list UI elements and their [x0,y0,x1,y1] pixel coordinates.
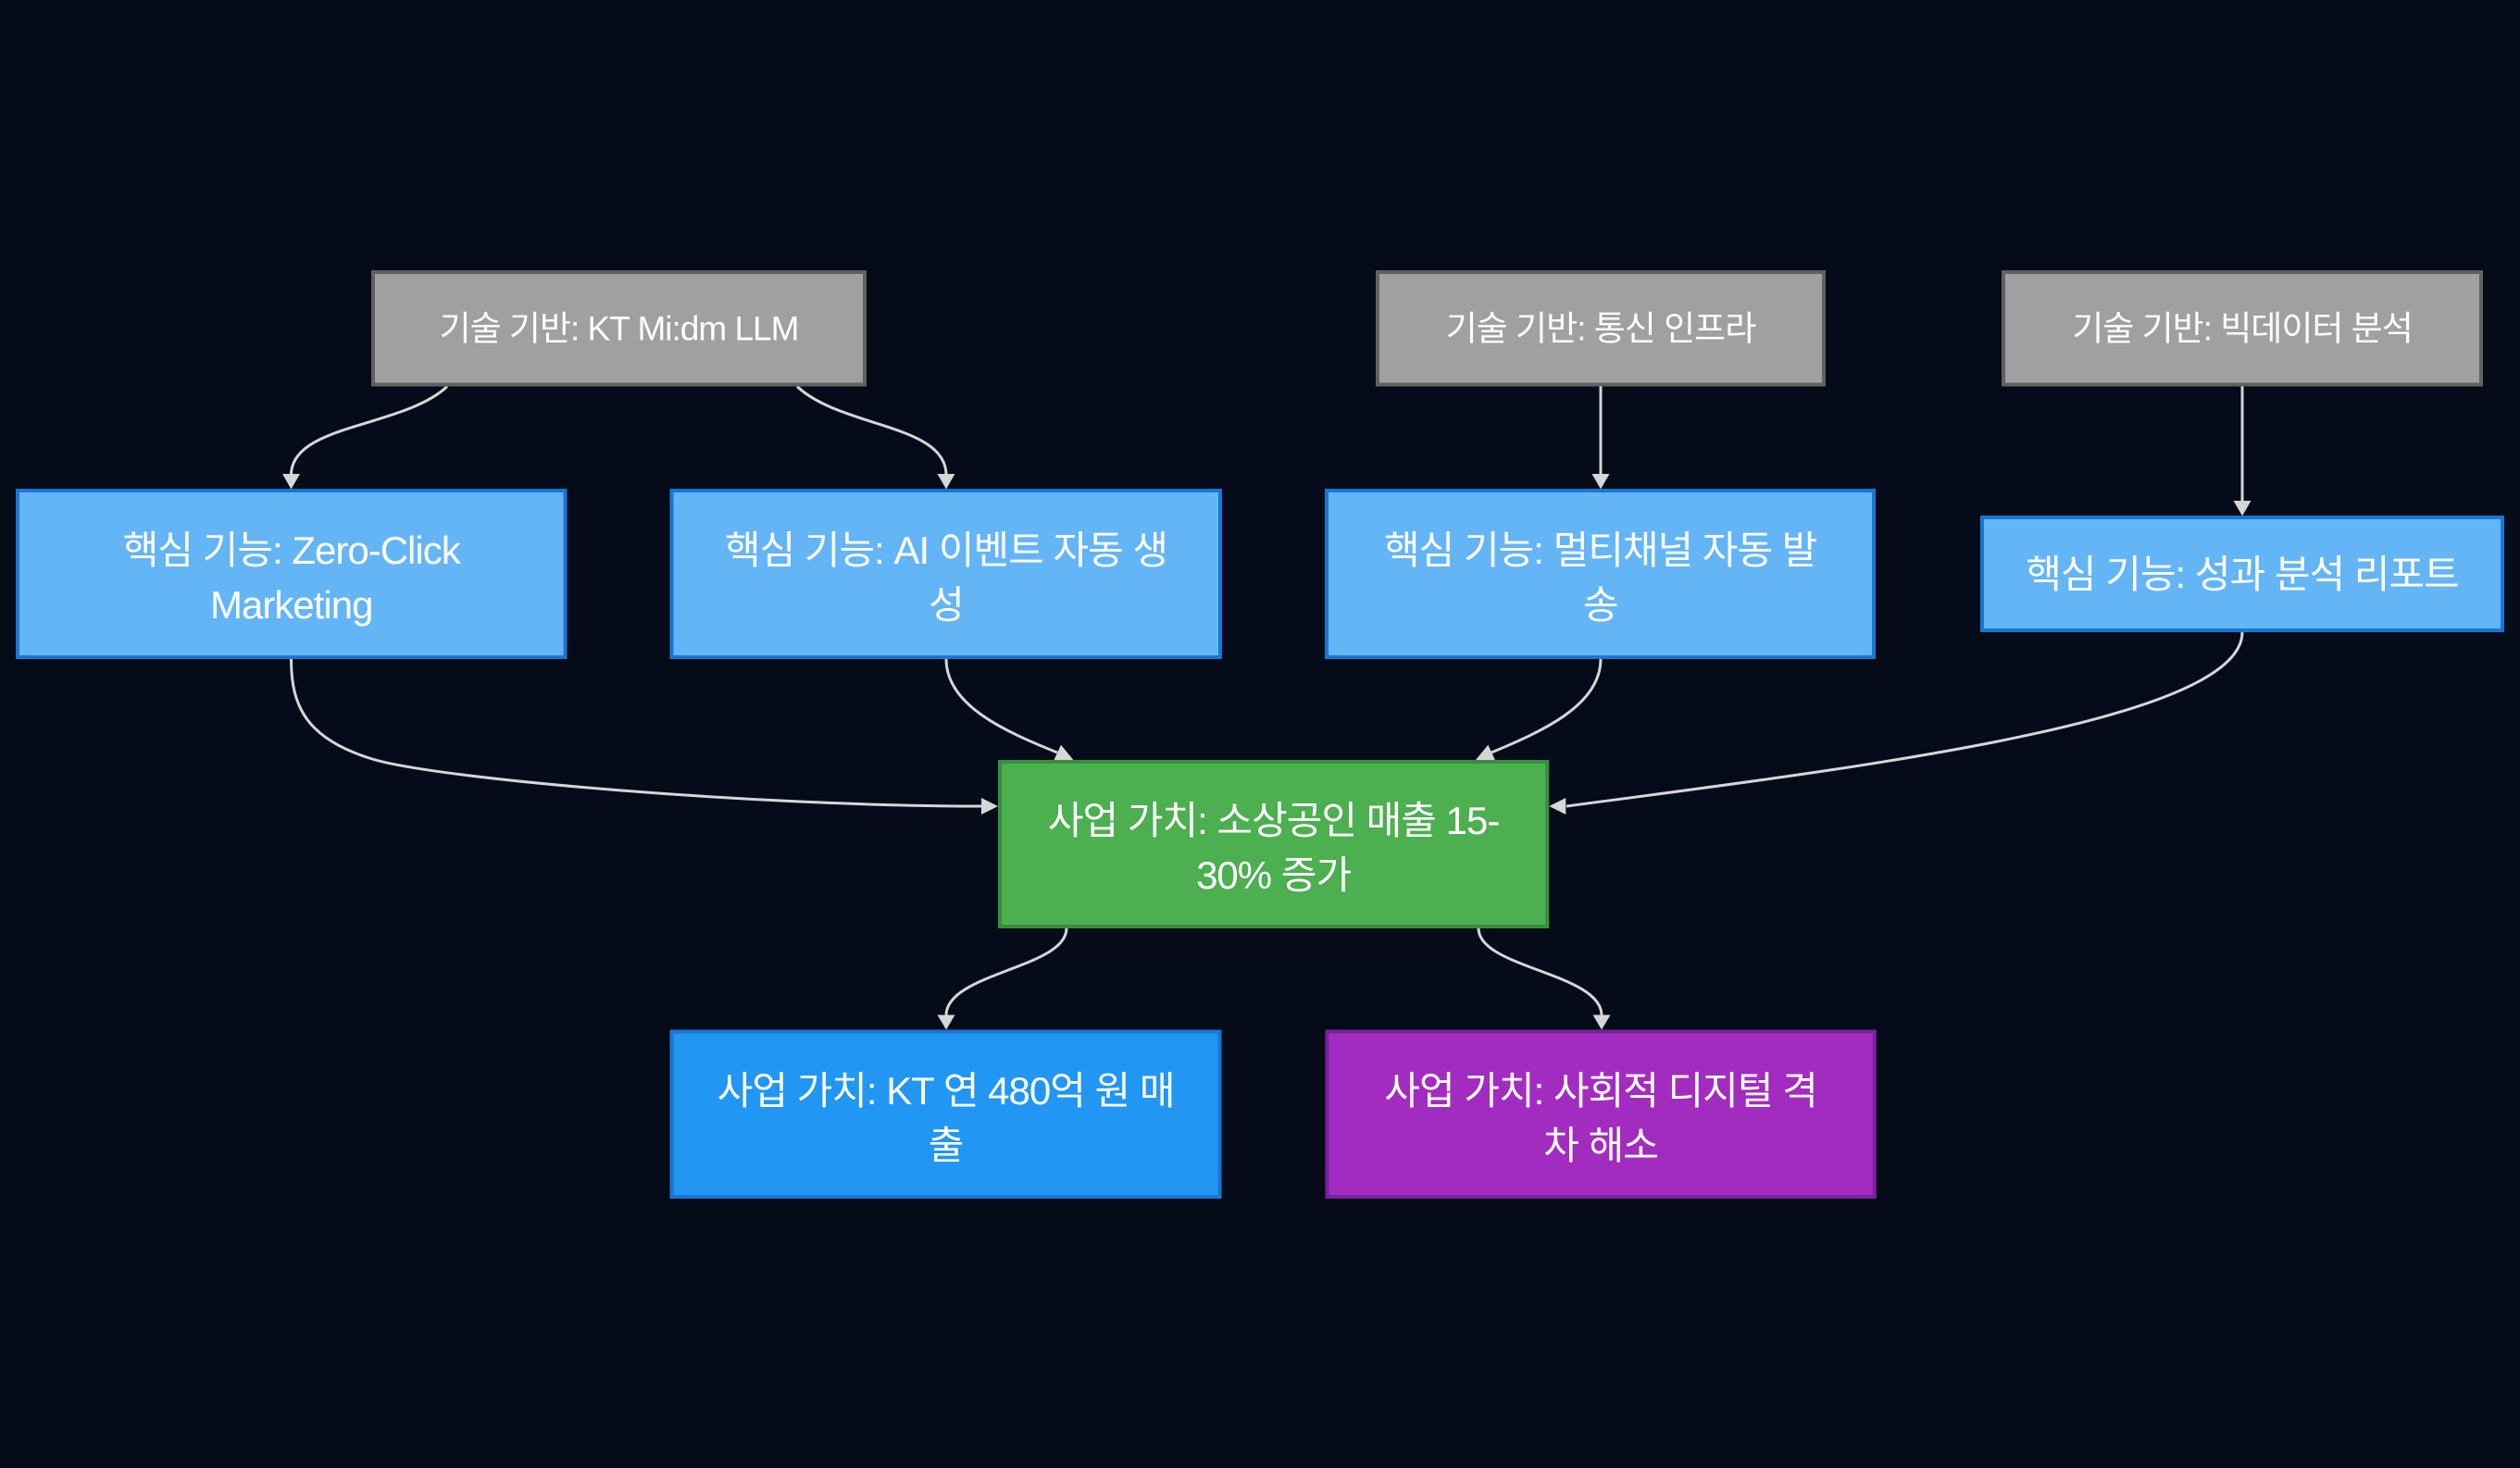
edge-tech-llm-to-feat-zeroclick [290,385,449,476]
node-feat-multich: 핵심 기능: 멀티채널 자동 발 송 [1325,489,1876,659]
node-feat-multich-label-line1: 핵심 기능: 멀티채널 자동 발 [1384,529,1817,572]
node-tech-bigdata: 기술 기반: 빅데이터 분석 [2002,270,2483,387]
node-feat-aievent-label-line1: 핵심 기능: AI 이벤트 자동 생 [725,529,1167,572]
node-feat-zeroclick-label-line2: Marketing [210,583,372,627]
arrowhead-value-social [1592,1014,1611,1030]
node-layer: 기술 기반: KT Mi:dm LLM 기술 기반: 통신 인프라 기술 기반:… [16,270,2504,1199]
edge-feat-multich-to-value-sales [1491,658,1603,754]
arrowhead-value-sales-left [981,798,998,815]
node-tech-network-label: 기술 기반: 통신 인프라 [1446,310,1756,348]
node-value-kt-label-line2: 출 [929,1124,964,1167]
node-tech-llm-box [371,270,867,387]
node-feat-multich-box [1325,489,1876,659]
node-tech-llm: 기술 기반: KT Mi:dm LLM [371,270,867,387]
node-value-sales-box [998,760,1550,928]
node-value-social: 사업 가치: 사회적 디지털 격 차 해소 [1325,1029,1877,1199]
node-value-sales-label-line1: 사업 가치: 소상공인 매출 15- [1048,799,1499,842]
node-value-social-box [1325,1029,1877,1199]
node-value-social-label-line2: 차 해소 [1543,1124,1658,1167]
node-feat-aievent-box [669,489,1222,659]
node-feat-report-box [1980,516,2504,632]
node-feat-zeroclick: 핵심 기능: Zero-Click Marketing [16,489,568,659]
arrowhead-value-kt [937,1014,955,1030]
edge-feat-aievent-to-value-sales [944,658,1058,754]
node-value-kt-box [669,1029,1222,1199]
node-feat-aievent: 핵심 기능: AI 이벤트 자동 생 성 [669,489,1222,659]
node-feat-zeroclick-box [16,489,568,659]
edge-value-sales-to-value-social [1477,927,1603,1016]
node-feat-report: 핵심 기능: 성과 분석 리포트 [1980,516,2504,632]
node-value-sales: 사업 가치: 소상공인 매출 15- 30% 증가 [998,760,1550,928]
node-feat-aievent-label-line2: 성 [929,583,964,627]
edge-layer [282,385,2252,1030]
node-feat-zeroclick-label-line1: 핵심 기능: Zero-Click [123,529,462,572]
node-value-social-label-line1: 사업 가치: 사회적 디지털 격 [1384,1069,1816,1113]
node-value-kt: 사업 가치: KT 연 480억 원 매 출 [669,1029,1222,1199]
node-feat-report-label: 핵심 기능: 성과 분석 리포트 [2026,553,2458,596]
arrowhead-value-sales-topleft [1054,744,1074,761]
edge-tech-llm-to-feat-aievent [795,385,948,476]
arrowhead-feat-report [2233,501,2252,516]
arrowhead-feat-aievent [937,474,955,490]
edge-feat-report-to-value-sales [1566,631,2244,808]
node-tech-bigdata-box [2002,270,2483,387]
arrowhead-value-sales-right [1549,798,1566,815]
node-tech-bigdata-label: 기술 기반: 빅데이터 분석 [2072,310,2413,348]
arrowhead-feat-zeroclick [282,474,300,490]
node-value-kt-label-line1: 사업 가치: KT 연 480억 원 매 [717,1069,1175,1113]
node-feat-multich-label-line2: 송 [1583,583,1618,627]
arrowhead-value-sales-topright [1476,744,1495,761]
node-tech-network: 기술 기반: 통신 인프라 [1376,270,1826,387]
node-tech-llm-label: 기술 기반: KT Mi:dm LLM [440,310,799,348]
node-tech-network-box [1376,270,1826,387]
edge-value-sales-to-value-kt [944,927,1068,1016]
arrowhead-feat-multich [1591,474,1610,490]
node-value-sales-label-line2: 30% 증가 [1196,853,1351,897]
edge-feat-zeroclick-to-value-sales [290,658,982,808]
